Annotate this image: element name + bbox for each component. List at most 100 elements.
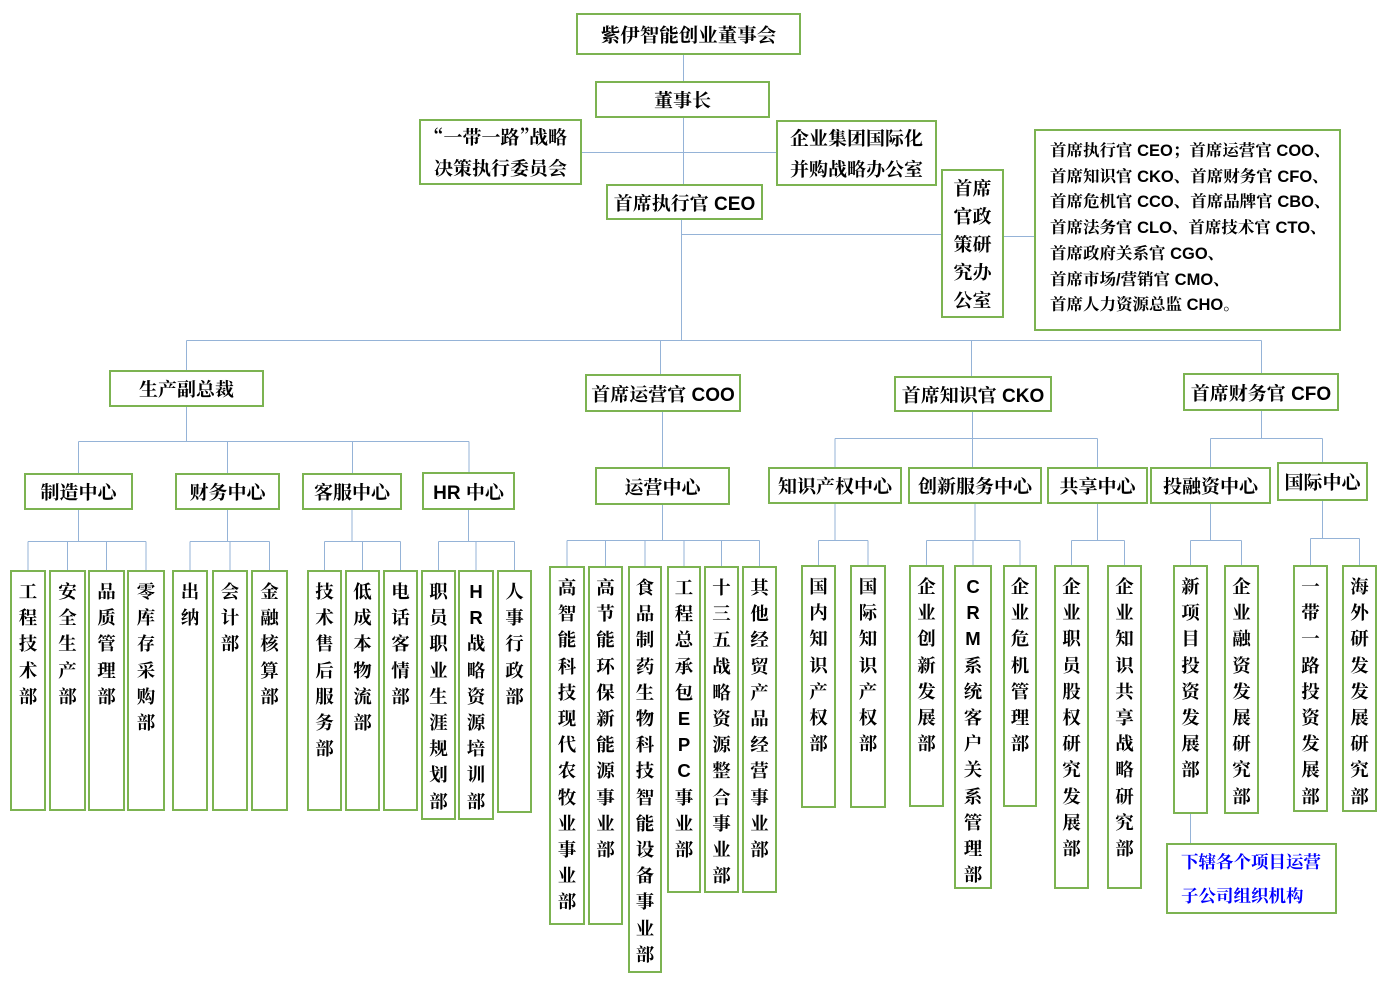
org-dept-customer-service-2-label: 电 话 客 情 部	[391, 578, 410, 709]
org-dept-finance-1-label: 会 计 部	[220, 578, 240, 657]
org-node-center-investment-label: 投融资中心	[1162, 472, 1258, 499]
org-dept-innovation-1-label: C R M 系 统 客 户 关 系 管 理 部	[963, 573, 983, 888]
org-dept-ip-1: 国 际 知 识 产 权 部	[850, 565, 886, 808]
org-dept-operations-5: 其 他 经 贸 产 品 经 营 事 业 部	[742, 566, 777, 893]
org-node-cfo: 首席财务官 CFO	[1183, 373, 1339, 411]
org-dept-innovation-2-label: 企 业 危 机 管 理 部	[1010, 573, 1030, 757]
org-node-center-investment: 投融资中心	[1150, 467, 1271, 504]
org-dept-sharing-0: 企 业 职 员 股 权 研 究 发 展 部	[1054, 565, 1089, 889]
org-node-board-label: 紫伊智能创业董事会	[600, 20, 777, 48]
org-dept-manufacturing-0-label: 工 程 技 术 部	[18, 578, 38, 709]
org-node-center-manufacturing-label: 制造中心	[40, 478, 117, 505]
org-dept-finance-1: 会 计 部	[212, 570, 248, 811]
org-dept-international-1: 海 外 研 发 发 展 研 究 部	[1342, 565, 1377, 812]
org-dept-hr-2: 人 事 行 政 部	[497, 570, 532, 813]
org-note-subsidiaries-label: 下辖各个项目运营 子公司组织机构	[1181, 849, 1321, 908]
org-node-coo-label: 首席运营官 COO	[591, 379, 735, 407]
org-dept-operations-4-label: 十 三 五 战 略 资 源 整 合 事 业 部	[712, 574, 731, 889]
org-dept-operations-4: 十 三 五 战 略 资 源 整 合 事 业 部	[704, 566, 739, 893]
org-dept-sharing-0-label: 企 业 职 员 股 权 研 究 发 展 部	[1062, 573, 1081, 862]
org-dept-operations-0: 高 智 能 科 技 现 代 农 牧 业 事 业 部	[549, 566, 585, 925]
org-node-center-international-label: 国际中心	[1284, 468, 1361, 495]
org-dept-manufacturing-3: 零 库 存 采 购 部	[127, 570, 165, 811]
org-node-center-sharing: 共享中心	[1047, 467, 1148, 504]
org-dept-manufacturing-3-label: 零 库 存 采 购 部	[136, 578, 156, 736]
org-dept-operations-0-label: 高 智 能 科 技 现 代 农 牧 业 事 业 部	[557, 574, 577, 915]
org-node-coo: 首席运营官 COO	[585, 374, 741, 412]
org-dept-manufacturing-2-label: 品 质 管 理 部	[97, 578, 116, 709]
org-dept-international-0-label: 一 带 一 路 投 资 发 展 部	[1301, 573, 1320, 809]
org-dept-operations-1-label: 高 节 能 环 保 新 能 源 事 业 部	[596, 574, 615, 863]
org-node-center-international: 国际中心	[1277, 462, 1368, 501]
org-node-center-ip-label: 知识产权中心	[777, 472, 892, 499]
org-dept-operations-3: 工 程 总 承 包 E P C 事 业 部	[667, 566, 701, 893]
org-dept-hr-0: 职 员 职 业 生 涯 规 划 部	[421, 570, 456, 820]
org-dept-investment-0-label: 新 项 目 投 资 发 展 部	[1181, 573, 1200, 783]
org-node-center-customer-service: 客服中心	[302, 473, 402, 510]
org-dept-operations-1: 高 节 能 环 保 新 能 源 事 业 部	[588, 566, 623, 925]
org-node-center-hr-label: HR 中心	[433, 477, 504, 505]
org-node-belt-road-committee-label: “一带一路”战略 决策执行委员会	[433, 123, 567, 181]
org-node-ceo-label: 首席执行官 CEO	[613, 188, 756, 216]
org-node-production-vp: 生产副总裁	[109, 370, 264, 407]
org-node-ceo: 首席执行官 CEO	[606, 184, 763, 220]
org-dept-ip-0: 国 内 知 识 产 权 部	[801, 565, 836, 808]
org-node-chairman-label: 董事长	[653, 86, 711, 113]
org-dept-finance-0-label: 出 纳	[180, 578, 200, 631]
org-dept-operations-3-label: 工 程 总 承 包 E P C 事 业 部	[674, 574, 694, 863]
org-dept-sharing-1-label: 企 业 知 识 共 享 战 略 研 究 部	[1115, 573, 1134, 862]
org-dept-ip-0-label: 国 内 知 识 产 权 部	[809, 573, 828, 757]
org-dept-customer-service-1: 低 成 本 物 流 部	[345, 570, 380, 811]
org-dept-investment-0: 新 项 目 投 资 发 展 部	[1173, 565, 1208, 814]
org-dept-innovation-0-label: 企 业 创 新 发 展 部	[917, 573, 936, 757]
org-dept-innovation-2: 企 业 危 机 管 理 部	[1003, 565, 1037, 807]
org-dept-customer-service-1-label: 低 成 本 物 流 部	[353, 578, 372, 736]
org-dept-operations-5-label: 其 他 经 贸 产 品 经 营 事 业 部	[750, 574, 769, 863]
org-node-center-finance: 财务中心	[175, 473, 280, 510]
org-dept-innovation-0: 企 业 创 新 发 展 部	[909, 565, 944, 807]
org-dept-hr-2-label: 人 事 行 政 部	[505, 578, 524, 709]
org-node-center-finance-label: 财务中心	[189, 478, 266, 505]
org-dept-international-1-label: 海 外 研 发 发 展 研 究 部	[1350, 573, 1369, 809]
org-dept-finance-0: 出 纳	[172, 570, 208, 811]
org-node-center-manufacturing: 制造中心	[24, 473, 133, 510]
org-node-center-customer-service-label: 客服中心	[313, 478, 390, 505]
org-node-center-ip: 知识产权中心	[768, 467, 902, 504]
org-node-chairman: 董事长	[595, 81, 770, 118]
org-dept-hr-1-label: H R 战 略 资 源 培 训 部	[466, 578, 486, 814]
org-dept-finance-2: 金 融 核 算 部	[251, 570, 288, 811]
org-dept-manufacturing-1-label: 安 全 生 产 部	[58, 578, 77, 709]
org-dept-operations-2-label: 食 品 制 药 生 物 科 技 智 能 设 备 事 业 部	[635, 574, 655, 967]
org-node-belt-road-committee: “一带一路”战略 决策执行委员会	[419, 119, 582, 185]
org-node-cko-label: 首席知识官 CKO	[901, 380, 1045, 408]
org-note-cxo-list: 首席执行官 CEO；首席运营官 COO、 首席知识官 CKO、首席财务官 CFO…	[1034, 129, 1341, 331]
org-dept-hr-1: H R 战 略 资 源 培 训 部	[458, 570, 494, 820]
org-node-policy-office: 首席官政策研究办公室	[941, 169, 1004, 318]
org-node-center-innovation-label: 创新服务中心	[917, 472, 1032, 499]
org-node-policy-office-label: 首席官政策研究办公室	[953, 174, 992, 313]
org-dept-hr-0-label: 职 员 职 业 生 涯 规 划 部	[429, 578, 448, 814]
org-dept-customer-service-2: 电 话 客 情 部	[383, 570, 418, 811]
org-dept-manufacturing-1: 安 全 生 产 部	[49, 570, 86, 811]
org-dept-manufacturing-2: 品 质 管 理 部	[88, 570, 125, 811]
org-node-board: 紫伊智能创业董事会	[576, 13, 801, 55]
org-node-center-hr: HR 中心	[422, 472, 515, 510]
org-note-cxo-list-label: 首席执行官 CEO；首席运营官 COO、 首席知识官 CKO、首席财务官 CFO…	[1050, 137, 1331, 316]
org-node-intl-ma-office: 企业集团国际化 并购战略办公室	[776, 120, 937, 186]
org-dept-customer-service-0-label: 技 术 售 后 服 务 部	[315, 578, 334, 762]
org-node-cfo-label: 首席财务官 CFO	[1190, 378, 1332, 406]
org-node-center-operations-label: 运营中心	[624, 472, 701, 500]
org-dept-innovation-1: C R M 系 统 客 户 关 系 管 理 部	[954, 565, 992, 889]
org-node-center-sharing-label: 共享中心	[1059, 472, 1136, 499]
org-dept-sharing-1: 企 业 知 识 共 享 战 略 研 究 部	[1107, 565, 1142, 889]
org-node-center-operations: 运营中心	[595, 467, 730, 505]
org-dept-finance-2-label: 金 融 核 算 部	[260, 578, 279, 709]
org-node-center-innovation: 创新服务中心	[908, 467, 1042, 504]
org-node-cko: 首席知识官 CKO	[894, 376, 1052, 412]
org-node-production-vp-label: 生产副总裁	[138, 375, 234, 402]
org-dept-ip-1-label: 国 际 知 识 产 权 部	[858, 573, 878, 757]
org-dept-operations-2: 食 品 制 药 生 物 科 技 智 能 设 备 事 业 部	[628, 566, 662, 973]
org-dept-manufacturing-0: 工 程 技 术 部	[10, 570, 46, 811]
